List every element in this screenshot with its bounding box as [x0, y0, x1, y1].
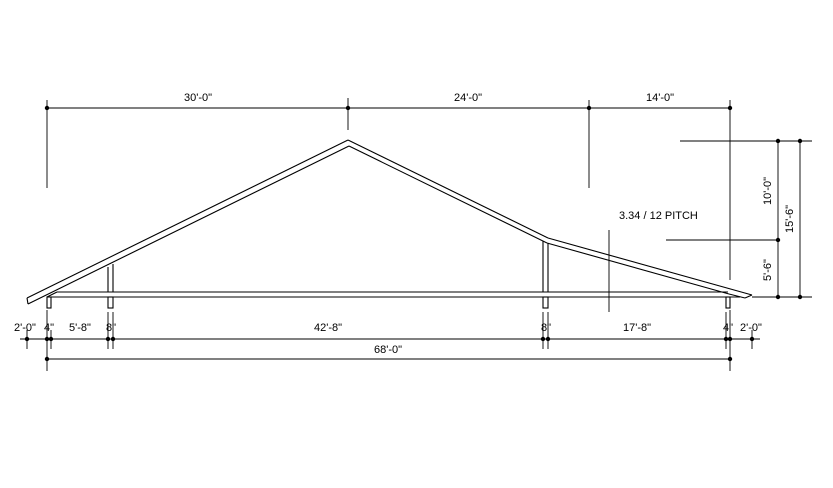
bottom-dim-tick: [48, 336, 54, 342]
bottom-dim-tick: [110, 336, 116, 342]
top-chord-right-outer: [347, 139, 549, 239]
top-dim-tick: [345, 105, 351, 111]
dim-15ft6: 15'-6": [784, 205, 796, 233]
dim-2ft-right: 2'-0": [740, 322, 762, 334]
top-dim-tick: [44, 105, 50, 111]
bearing-post-left: [107, 296, 114, 309]
dim-17ft8: 17'-8": [623, 322, 651, 334]
top-dim-tick: [727, 105, 733, 111]
top-chord-left-outer: [26, 139, 349, 299]
vert-dim-tick: [797, 294, 803, 300]
top-dim-tick: [586, 105, 592, 111]
vert-dim-tick: [775, 138, 781, 144]
dim-8in-right: 8": [541, 322, 551, 334]
right-eave-tip-b: [728, 293, 746, 299]
bottom-dim-tick: [24, 336, 30, 342]
bottom-dim-tick: [727, 336, 733, 342]
pitch-note: 3.34 / 12 PITCH: [619, 210, 698, 222]
truss-outline: [26, 139, 753, 309]
dim-4in-right: 4": [723, 322, 733, 334]
dim-2ft-left: 2'-0": [14, 322, 36, 334]
lower-slope-inner: [546, 242, 730, 295]
bottom-dimension-string: 2'-0" 4" 5'-8" 8" 42'-8" 8" 17'-8" 4" 2'…: [14, 310, 762, 371]
bottom-dim-tick: [44, 336, 50, 342]
bearing-right: [725, 296, 731, 309]
top-chord-left-inner: [27, 145, 350, 305]
bottom-dim-tick: [545, 336, 551, 342]
vert-dim-tick: [797, 138, 803, 144]
vertical-dimension-string: 10'-0" 15'-6" 5'-6": [666, 138, 812, 300]
top-dimension-string: 30'-0" 24'-0" 14'-0": [44, 92, 733, 280]
bottom-dim-tick: [105, 336, 111, 342]
dim-42ft8: 42'-8": [314, 322, 342, 334]
dim-8in-left: 8": [106, 322, 116, 334]
pitch-annotation: 3.34 / 12 PITCH: [608, 210, 698, 312]
vert-dim-tick: [775, 294, 781, 300]
dim-30ft: 30'-0": [184, 92, 212, 104]
dim-overall-68ft: 68'-0": [374, 344, 402, 356]
dim-10ft: 10'-0": [762, 177, 774, 205]
bottom-dim-tick: [749, 336, 755, 342]
top-chord-right-inner: [348, 145, 548, 244]
bearing-post-right: [542, 296, 549, 309]
overall-dim-tick: [727, 356, 733, 362]
dim-14ft: 14'-0": [646, 92, 674, 104]
left-eave-tip: [26, 297, 29, 305]
dim-5ft6: 5'-6": [762, 259, 774, 281]
dim-24ft: 24'-0": [454, 92, 482, 104]
vert-dim-tick: [775, 237, 781, 243]
right-eave-tip: [744, 294, 753, 299]
bottom-chord-left-end: [46, 291, 58, 298]
bottom-dim-tick: [723, 336, 729, 342]
bottom-dim-tick: [540, 336, 546, 342]
dim-5ft8: 5'-8": [69, 322, 91, 334]
overall-dim-tick: [44, 356, 50, 362]
dim-4in-left: 4": [44, 322, 54, 334]
lower-slope-outer: [547, 237, 753, 296]
bearing-left: [46, 296, 52, 309]
